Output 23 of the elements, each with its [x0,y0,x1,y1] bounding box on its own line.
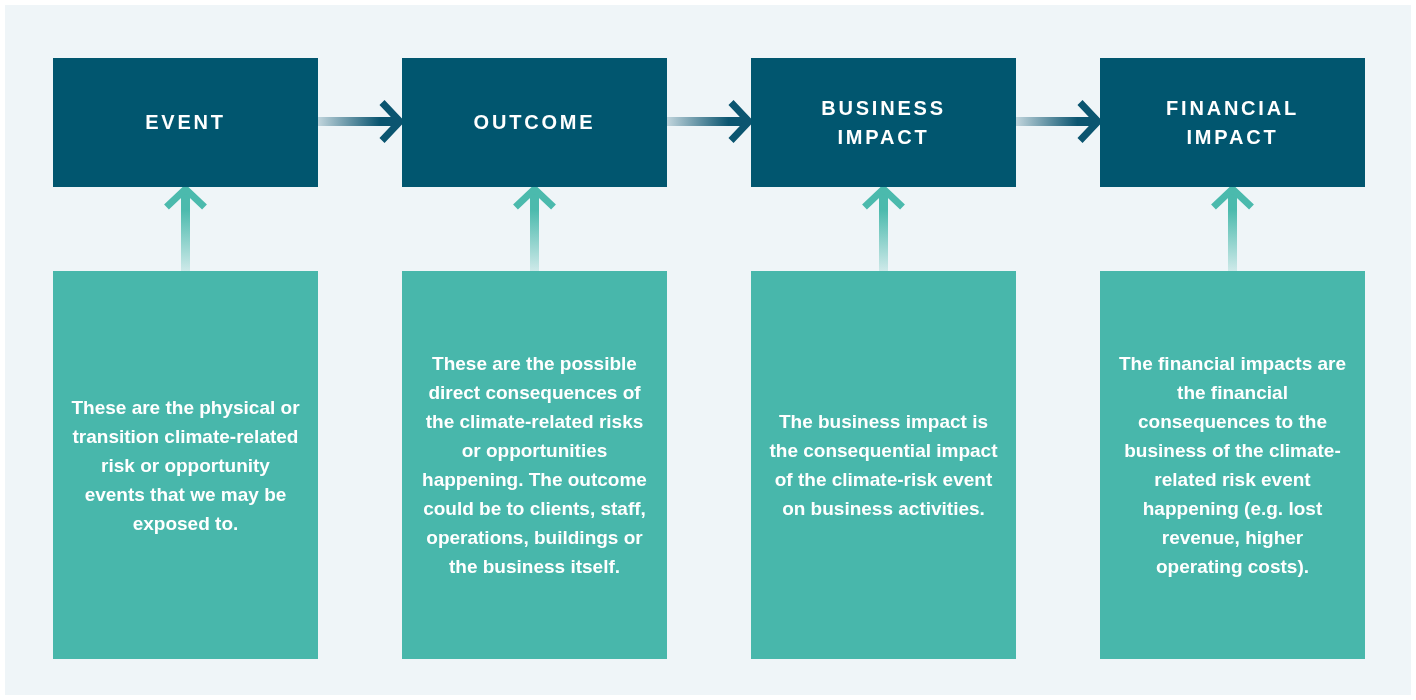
stage-box [751,58,1016,187]
stage-title: FINANCIAL IMPACT [1165,95,1300,150]
description-box [402,271,667,659]
stage-title: BUSINESS IMPACT [820,95,947,150]
stage-box [1100,58,1365,187]
description-text: These are the physical or transition climate-related risk or opportunity events that we may be exposed to. [70,395,301,536]
arrow [861,185,906,271]
arrow [1210,185,1255,271]
arrow [1016,99,1102,144]
stage-title: EVENT [145,110,226,135]
description-box [1100,271,1365,659]
stage-box [53,58,318,187]
arrow [163,185,208,271]
arrow [512,185,557,271]
stage-title: OUTCOME [473,110,596,135]
description-box [751,271,1016,659]
description-text: These are the possible direct consequences of the climate-related risks or opportunities happening. The outcome could be to clients, staff, operations, buildings or the business itself. [421,352,648,579]
description-text: The financial impacts are the financial consequences to the business of the climate-related risk event happening (e.g. lost revenue, higher operating costs). [1118,352,1347,579]
arrow [667,99,753,144]
stage-box [402,58,667,187]
arrow [318,99,404,144]
description-text: The business impact is the consequential impact of the climate-risk event on business activities. [768,410,999,521]
description-box [53,271,318,659]
